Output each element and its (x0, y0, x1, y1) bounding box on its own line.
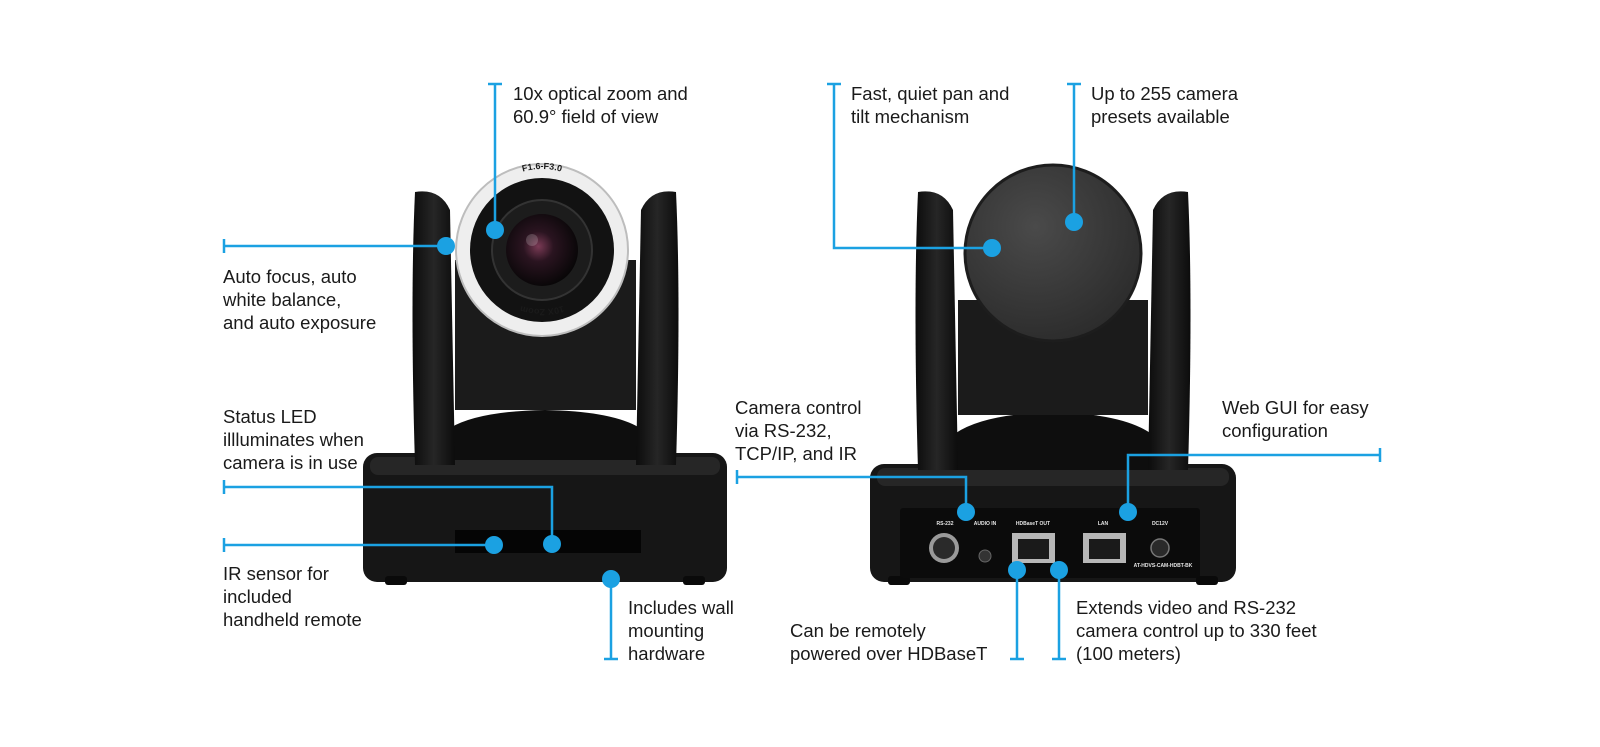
callout-auto-features: Auto focus, auto white balance, and auto… (223, 266, 377, 333)
front-base-top (370, 457, 720, 475)
callout-camera-control: Camera control via RS-232, TCP/IP, and I… (735, 397, 862, 464)
lan-port-label: LAN (1098, 521, 1109, 527)
callout-wall-mount: Includes wall mounting hardware (628, 597, 734, 664)
callout-ir-sensor: IR sensor for included handheld remote (223, 563, 362, 630)
front-camera: F1.6-F3.0 10X Zoom (363, 161, 727, 585)
dot-zoom (486, 221, 504, 239)
callout-line-pantilt (832, 84, 990, 250)
dot-control (957, 503, 975, 521)
lens-marking-bottom: 10X Zoom (519, 304, 565, 317)
dot-poh (1008, 561, 1026, 579)
lens-glass (506, 214, 578, 286)
callout-presets: Up to 255 camera presets available (1091, 83, 1239, 127)
callout-status-led: Status LED illluminates when camera is i… (223, 406, 364, 473)
lens-glint (526, 234, 538, 246)
callout-zoom: 10x optical zoom and 60.9° field of view (513, 83, 688, 127)
rs232-port-label: RS-232 (937, 521, 954, 527)
front-foot-left (385, 576, 407, 585)
rear-arm-left (915, 191, 958, 470)
callout-web-gui: Web GUI for easy configuration (1222, 397, 1369, 441)
rear-arm-right (1148, 191, 1191, 470)
front-turret (430, 410, 660, 460)
dot-mount (602, 570, 620, 588)
model-label: AT-HDVS-CAM-HDBT-BK (1134, 563, 1193, 569)
front-foot-right (683, 576, 705, 585)
callout-extends: Extends video and RS-232 camera control … (1076, 597, 1317, 664)
rear-foot-left (888, 576, 910, 585)
callout-dots (437, 213, 1137, 588)
dot-pantilt (983, 239, 1001, 257)
dc-power-jack (1150, 538, 1170, 558)
dc12v-label: DC12V (1152, 521, 1169, 527)
dot-webgui (1119, 503, 1137, 521)
callout-line-webgui (1126, 453, 1380, 512)
audio-jack (978, 549, 992, 563)
rear-foot-right (1196, 576, 1218, 585)
front-arm-left (412, 191, 455, 465)
callout-pan-tilt: Fast, quiet pan and tilt mechanism (851, 83, 1010, 127)
hdbaset-rj45-socket (1018, 539, 1049, 559)
audio-in-label: AUDIO IN (974, 521, 997, 527)
dot-presets (1065, 213, 1083, 231)
dot-auto (437, 237, 455, 255)
front-arm-right (636, 191, 679, 465)
rs232-din-socket (933, 537, 955, 559)
rear-camera: RS-232 AUDIO IN HDBaseT OUT LAN DC12V AT… (870, 163, 1236, 585)
callout-line-control (737, 475, 968, 512)
rear-turret (935, 412, 1171, 470)
dot-extends (1050, 561, 1068, 579)
dot-led (543, 535, 561, 553)
callout-poh: Can be remotely powered over HDBaseT (790, 620, 988, 664)
callout-line-led (224, 485, 554, 542)
lan-rj45-socket (1089, 539, 1120, 559)
rear-cover-disc (963, 163, 1143, 343)
hdbaset-out-label: HDBaseT OUT (1016, 521, 1050, 527)
lens-marking-top: F1.6-F3.0 (521, 161, 563, 174)
dot-ir (485, 536, 503, 554)
callout-lines (222, 82, 1382, 661)
